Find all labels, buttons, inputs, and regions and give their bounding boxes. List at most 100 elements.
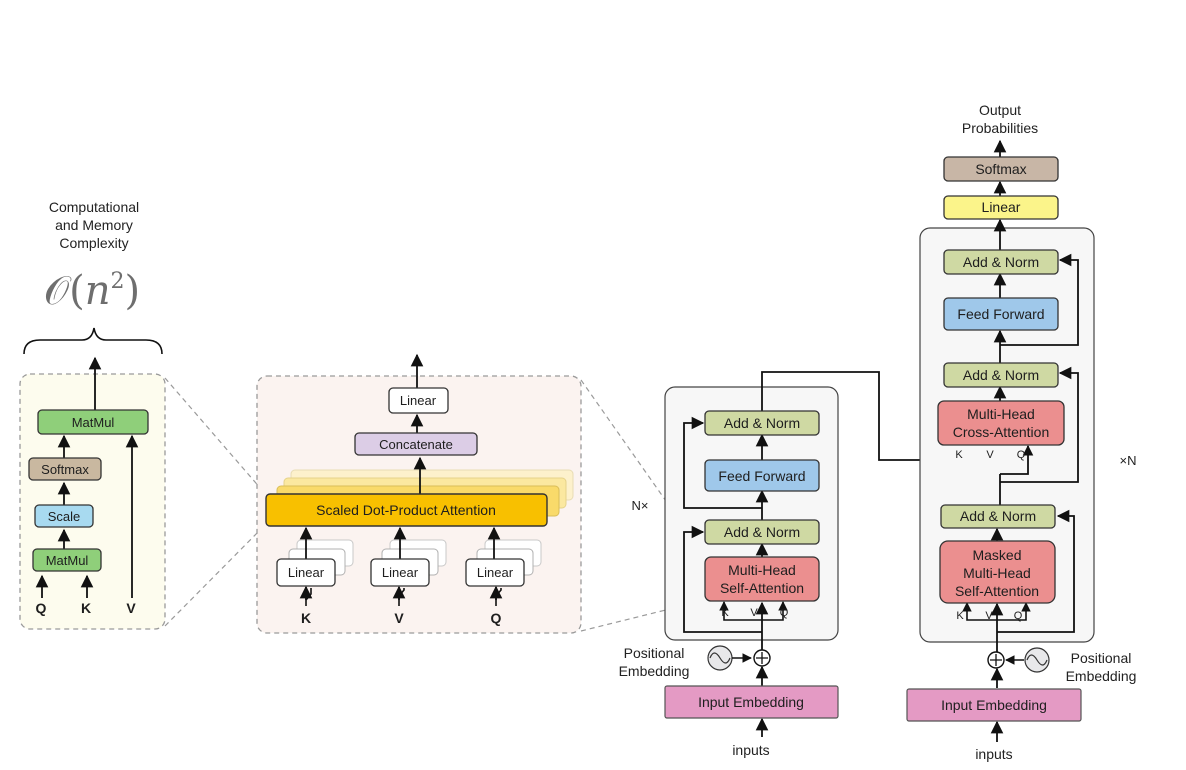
decoder-k-label: K	[956, 610, 964, 622]
encoder-add-norm-top	[704, 410, 820, 436]
cross-q-arrow	[1000, 444, 1034, 475]
zoom-line-1b	[164, 521, 269, 627]
concatenate-box	[354, 432, 478, 456]
encoder-positional-line1: Positional	[624, 645, 685, 661]
linear-k-box	[276, 558, 336, 587]
mha-linear-out-label: Linear	[400, 393, 437, 408]
decoder-residual-2	[1000, 366, 1079, 483]
decoder-add-plus-sign	[990, 654, 1002, 666]
sdpa-input-k: K	[81, 600, 91, 616]
mha-input-q: Q	[491, 610, 502, 626]
decoder-cross-q-label: Q	[1017, 449, 1026, 461]
decoder-add-norm-mid-label: Add & Norm	[963, 367, 1039, 383]
decoder-feed-forward-box	[943, 297, 1059, 331]
complexity-annotation: Computational and Memory Complexity 𝒪(n2…	[23, 199, 163, 355]
decoder-linear-box	[943, 195, 1059, 220]
decoder-masked-line3: Self-Attention	[955, 583, 1039, 599]
decoder-cross-v-label: V	[986, 449, 994, 461]
encoder-input-embedding-label: Input Embedding	[698, 694, 804, 710]
decoder-v-label: V	[985, 610, 993, 622]
decoder-add-norm-bottom	[940, 504, 1056, 529]
encoder-stack: N× Add & Norm Feed Forward Add & Norm Mu…	[619, 371, 995, 758]
mha-input-k: K	[301, 610, 311, 626]
scale-box	[34, 504, 94, 528]
encoder-repeat-label: N×	[632, 498, 649, 513]
output-probabilities-line1: Output	[979, 102, 1021, 118]
scaled-dot-product-attention-box	[265, 493, 548, 527]
encoder-input-embedding-box	[664, 685, 839, 719]
decoder-cross-attention-line2: Cross-Attention	[953, 424, 1049, 440]
softmax-box	[28, 457, 102, 481]
matmul-bottom-box	[32, 548, 102, 572]
sdpa-panel: MatMul Softmax Scale MatMul Q K V	[19, 356, 166, 630]
decoder-input-embedding-label: Input Embedding	[941, 697, 1047, 713]
decoder-cross-attention-line1: Multi-Head	[967, 406, 1035, 422]
scaled-dot-product-attention-label: Scaled Dot-Product Attention	[316, 502, 496, 518]
encoder-add-norm-bottom-label: Add & Norm	[724, 524, 800, 540]
encoder-inputs-label: inputs	[732, 742, 769, 758]
decoder-residual-1	[997, 509, 1075, 633]
output-probabilities-line2: Probabilities	[962, 120, 1038, 136]
linear-k-label: Linear	[288, 565, 325, 580]
decoder-masked-line1: Masked	[972, 547, 1021, 563]
encoder-add-norm-top-label: Add & Norm	[724, 415, 800, 431]
decoder-softmax-box	[943, 156, 1059, 182]
linear-v-label: Linear	[382, 565, 419, 580]
mha-input-v: V	[394, 610, 404, 626]
complexity-caption-line2: and Memory	[55, 217, 133, 233]
sdpa-input-q: Q	[36, 600, 47, 616]
matmul-top-label: MatMul	[72, 415, 115, 430]
add-plus-sign	[756, 652, 768, 664]
encoder-residual-1	[683, 525, 762, 633]
decoder-masked-line2: Multi-Head	[963, 565, 1031, 581]
encoder-positional-line2: Embedding	[619, 663, 690, 679]
decoder-stack: Output Probabilities ×N Softmax Linear A…	[906, 102, 1137, 762]
softmax-label: Softmax	[41, 462, 89, 477]
matmul-top-box	[37, 409, 149, 435]
decoder-add-norm-top-label: Add & Norm	[963, 254, 1039, 270]
decoder-linear-label: Linear	[982, 199, 1021, 215]
complexity-formula: 𝒪(n2)	[44, 268, 140, 314]
encoder-k-label: K	[721, 607, 729, 619]
decoder-inputs-label: inputs	[975, 746, 1012, 762]
decoder-cross-k-label: K	[955, 449, 963, 461]
decoder-input-embedding-box	[906, 688, 1082, 722]
encoder-self-attention-line1: Multi-Head	[728, 562, 796, 578]
decoder-sinusoid-wave	[1026, 654, 1048, 666]
concatenate-label: Concatenate	[379, 437, 453, 452]
zoom-line-2b	[580, 599, 707, 632]
complexity-caption-line3: Complexity	[59, 235, 128, 251]
encoder-residual-2	[683, 416, 762, 509]
decoder-add-norm-bottom-label: Add & Norm	[960, 508, 1036, 524]
decoder-repeat-label: ×N	[1120, 453, 1137, 468]
linear-v-box	[370, 558, 430, 587]
encoder-q-label: Q	[780, 607, 789, 619]
decoder-positional-line2: Embedding	[1066, 668, 1137, 684]
scale-label: Scale	[48, 509, 81, 524]
decoder-positional-line1: Positional	[1071, 650, 1132, 666]
decoder-residual-3	[1000, 253, 1079, 346]
zoom-line-1a	[164, 377, 269, 498]
matmul-bottom-label: MatMul	[46, 553, 89, 568]
encoder-add-norm-bottom	[704, 519, 820, 545]
decoder-feed-forward-label: Feed Forward	[957, 306, 1044, 322]
decoder-masked-attention-box	[939, 540, 1056, 604]
complexity-brace	[23, 327, 163, 355]
decoder-q-label: Q	[1014, 610, 1023, 622]
encoder-feed-forward-label: Feed Forward	[718, 468, 805, 484]
encoder-v-label: V	[750, 607, 758, 619]
decoder-add-norm-top	[943, 249, 1059, 275]
encoder-feed-forward-box	[704, 459, 820, 492]
decoder-softmax-label: Softmax	[975, 161, 1026, 177]
mha-linear-out-box	[388, 387, 449, 414]
encoder-self-attention-line2: Self-Attention	[720, 580, 804, 596]
linear-q-label: Linear	[477, 565, 514, 580]
complexity-caption-line1: Computational	[49, 199, 139, 215]
sdpa-input-v: V	[126, 600, 136, 616]
linear-q-box	[465, 558, 525, 587]
sinusoid-wave	[709, 652, 731, 664]
decoder-add-norm-mid	[943, 362, 1059, 388]
mha-panel: Linear Concatenate Scaled Dot-Product At…	[256, 353, 582, 634]
encoder-self-attention-box	[704, 556, 820, 602]
